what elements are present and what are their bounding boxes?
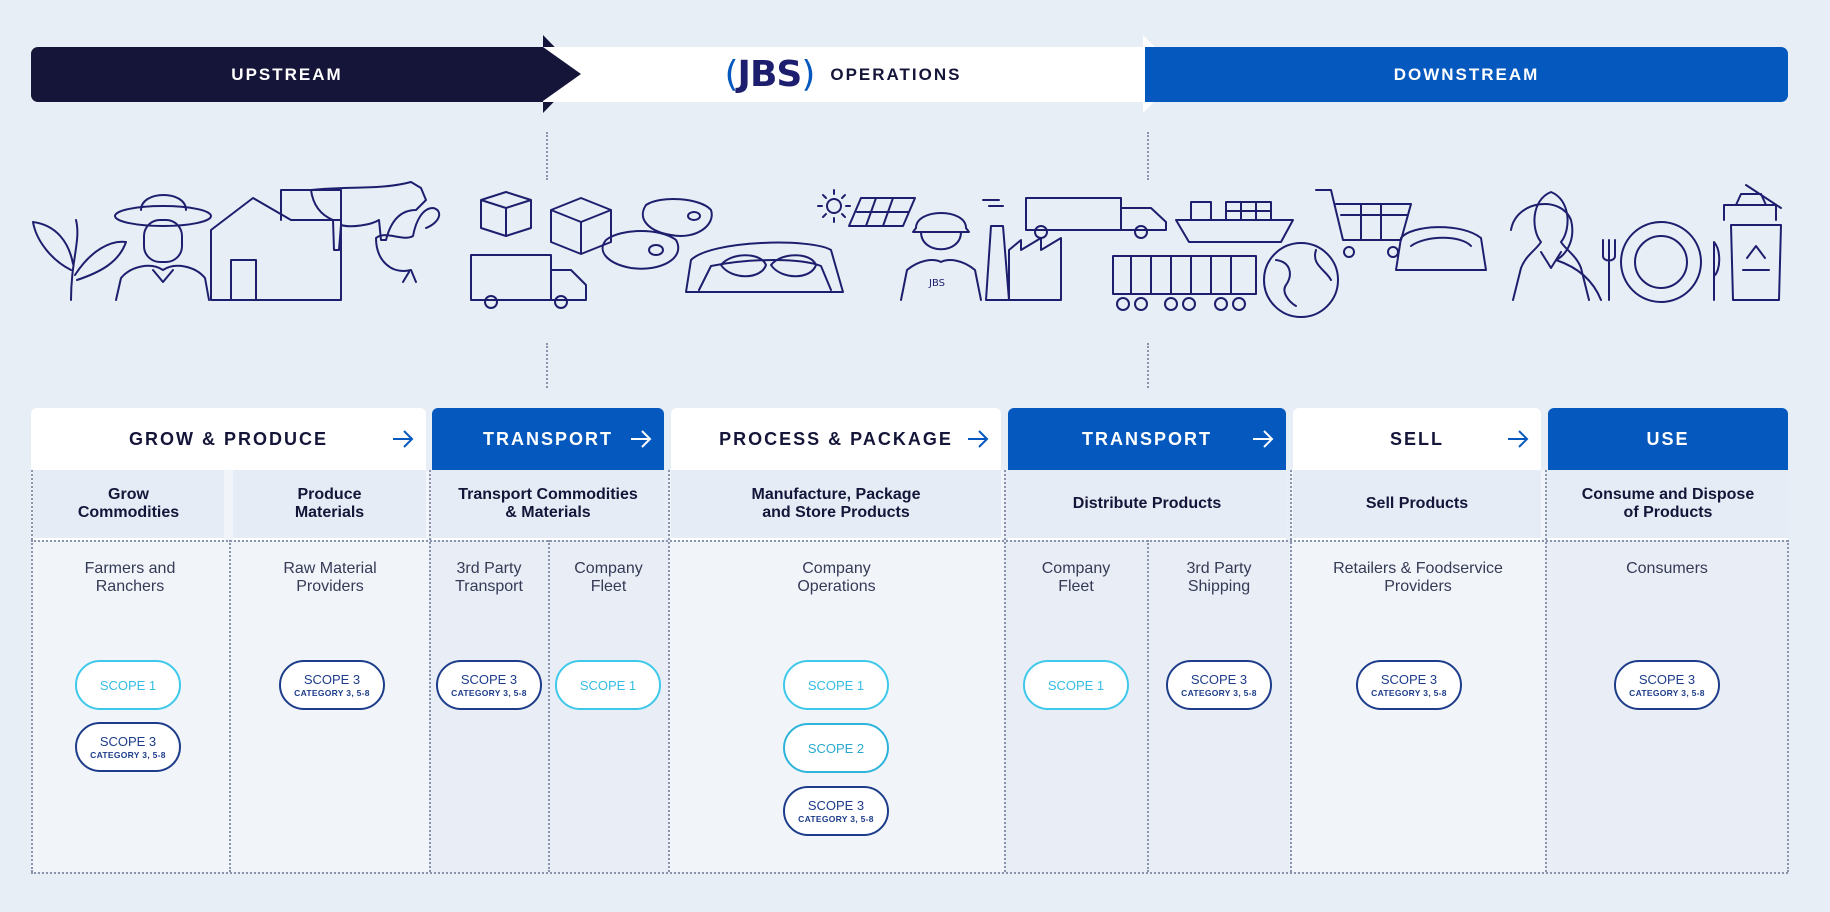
- worker-icon: JBS: [900, 212, 982, 301]
- train-icon: [1112, 255, 1257, 311]
- downstream-label: DOWNSTREAM: [1393, 64, 1540, 84]
- boundary-line: [546, 132, 548, 180]
- cart-icon: [1315, 189, 1412, 258]
- ship-icon: [1175, 201, 1294, 243]
- stage-transport-1: TRANSPORT: [432, 408, 664, 470]
- sun-icon: [817, 189, 851, 223]
- scope-1-badge: SCOPE 1: [555, 660, 661, 710]
- scope-1-badge: SCOPE 1: [1023, 660, 1129, 710]
- recycle-bin-icon: [1723, 184, 1782, 301]
- boundary-line: [546, 343, 548, 388]
- scope-2-badge: SCOPE 2: [783, 723, 889, 773]
- divider-line: [31, 872, 1788, 874]
- scope-1-badge: SCOPE 1: [75, 660, 181, 710]
- farmer-icon: [114, 194, 212, 301]
- arrow-right-icon: [1253, 430, 1274, 448]
- upstream-band: UPSTREAM: [31, 47, 543, 102]
- boxes-icon: [480, 191, 612, 255]
- boundary-line: [1147, 343, 1149, 388]
- scope-1-badge: SCOPE 1: [783, 660, 889, 710]
- globe-icon: [1263, 242, 1339, 318]
- activity-transport: Transport Commodities& Materials: [432, 470, 664, 540]
- barn-icon: [210, 189, 342, 301]
- cow-icon: [310, 181, 427, 251]
- consumers-icon: [1510, 191, 1602, 301]
- stage-title: GROW & PRODUCE: [129, 428, 328, 449]
- operations-band: (JBS) OPERATIONS: [543, 47, 1143, 102]
- stage-title: TRANSPORT: [1082, 428, 1212, 449]
- arrow-right-icon: [393, 430, 414, 448]
- activity-sell: Sell Products: [1293, 470, 1541, 540]
- arrow-right-icon: [968, 430, 989, 448]
- arrow-right-icon: [1508, 430, 1529, 448]
- stage-title: SELL: [1389, 428, 1444, 449]
- upstream-label: UPSTREAM: [231, 64, 343, 84]
- chicken-icon: [375, 207, 441, 283]
- stage-use: USE: [1548, 408, 1788, 470]
- jbs-logo: (JBS): [724, 54, 816, 95]
- steak-icon: [601, 198, 713, 270]
- delivery-truck-icon: [1025, 197, 1167, 239]
- solar-panel-icon: [848, 197, 916, 227]
- operations-label: OPERATIONS: [830, 64, 962, 84]
- factory-icon: [982, 199, 1062, 301]
- value-chain-illustration: JBS: [32, 181, 1782, 318]
- arrow-right-icon: [631, 430, 652, 448]
- stage-process-package: PROCESS & PACKAGE: [671, 408, 1001, 470]
- plate-icon: [1602, 221, 1721, 303]
- stage-title: PROCESS & PACKAGE: [719, 428, 953, 449]
- boundary-line: [1147, 132, 1149, 180]
- actor-consumers: Consumers: [1626, 560, 1708, 577]
- downstream-band: DOWNSTREAM: [1145, 47, 1788, 102]
- stage-grow-produce: GROW & PRODUCE: [31, 408, 426, 470]
- stage-sell: SELL: [1293, 408, 1541, 470]
- stage-title: TRANSPORT: [483, 428, 613, 449]
- meat-tray-icon: [685, 241, 844, 293]
- truck-icon: [470, 254, 587, 309]
- leaf-icon: [32, 219, 127, 301]
- stage-transport-2: TRANSPORT: [1008, 408, 1286, 470]
- activity-distribute: Distribute Products: [1008, 470, 1286, 540]
- packaged-meat-icon: [1395, 226, 1487, 271]
- divider-line: [31, 540, 1788, 542]
- stage-title: USE: [1646, 428, 1690, 449]
- svg-text:JBS: JBS: [928, 278, 945, 289]
